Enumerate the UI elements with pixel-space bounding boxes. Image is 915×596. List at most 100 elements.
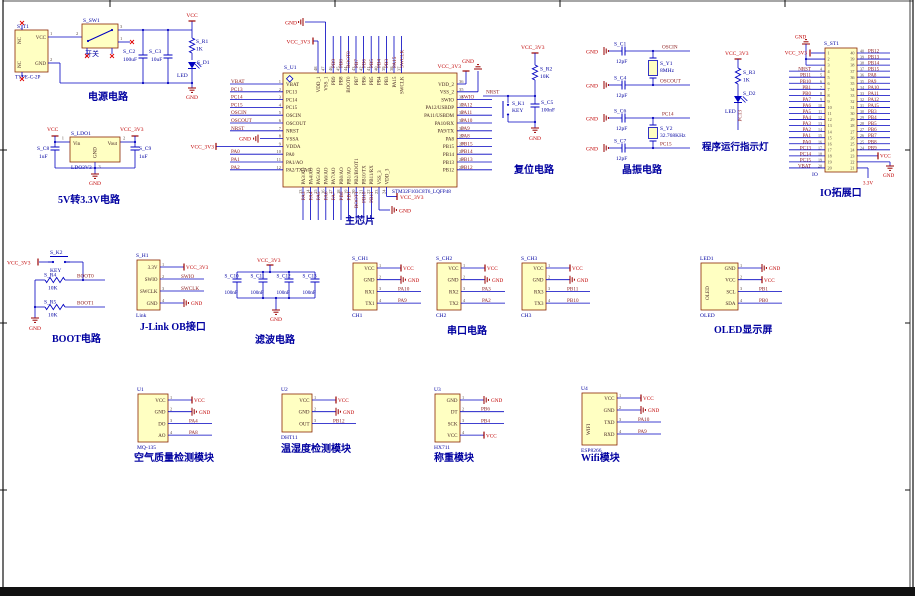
pin-number: 33 [860,91,864,96]
power-net-label: VCC [487,266,498,272]
net-label: PA8 [189,430,198,436]
pin-number: 3 [120,24,123,29]
component-body [434,393,461,443]
pin-number: 2 [279,87,281,92]
net-label: PA3 [301,191,307,200]
pin-number: 1 [740,263,742,268]
pin-name: SDA [725,302,735,307]
designator: U4 [581,386,588,392]
value-label: 100nF [277,290,290,296]
pin-number: 15 [828,135,832,140]
designator: S_C8 [37,146,49,152]
pin-name: GND [725,267,736,272]
designator: S_C1 [614,42,626,48]
pin-number: 9 [820,97,822,102]
pin-name: TX2 [449,302,459,307]
net-label: PC13 [800,146,812,151]
junction-dot [141,28,145,32]
pin-number: 17 [828,147,832,152]
component-body [581,392,618,446]
designator: S_C6 [614,109,626,115]
pin-number: 7 [828,87,830,92]
pin-number: 17 [328,189,333,194]
power-net-label: VCC_3V3 [190,144,214,150]
net-label: PA0 [803,140,812,145]
net-label: PB6 [481,407,490,413]
pin-number: 4 [820,67,822,72]
pin-name: Vin [73,142,81,147]
pin-number: 44 [343,66,348,71]
pin-number: 28 [860,121,864,126]
switch-icon [87,29,113,42]
pin-number: 1 [462,395,464,400]
pin-name: VSS_2 [440,91,455,96]
power-net-label: VCC [643,396,654,402]
caption-weight: 称重模块 [434,451,475,464]
pin-name: VDD_2 [438,83,454,88]
value-label: 10K [540,74,550,80]
pin-number: 1 [548,263,550,268]
designator: U3 [434,387,441,393]
net-label: PB4 [377,59,383,68]
pin-number: 13 [298,189,303,194]
net-label: PB7 [868,134,877,139]
pin-number: 2 [76,31,78,36]
pin-number: 27 [860,127,864,132]
pin-number: 16 [321,189,326,194]
pin-number: 40 [374,66,379,71]
pin-number: 48 [313,66,318,71]
pin-number: 39 [850,57,854,62]
power-net-label: GND [883,173,894,179]
value-label: 8MHz [660,68,675,74]
pin-name: PB13 [443,161,455,166]
net-label: PA2 [803,128,812,133]
power-net-label: GND [29,326,41,332]
pin-number: 26 [459,157,464,162]
designator: S_Y1 [660,61,673,67]
net-label: PB0 [339,191,345,200]
part-name: OLED [700,313,715,319]
caption-boot-circuit: BOOT电路 [52,332,102,345]
net-label: PA8 [461,134,470,140]
pin-name: 3.3V [148,266,158,271]
net-label: PA0 [231,149,240,155]
chip-diamond-icon [285,75,294,83]
pin-number: 4 [162,298,165,303]
net-label: OSCOUT [231,118,253,124]
caption-serial: 串口电路 [447,324,488,337]
power-net-label: GND [577,278,588,284]
net-label: PB15 [461,141,473,147]
pin-name: PB12 [443,169,455,174]
pin-number: 11 [818,109,822,114]
pin-number: 2 [162,274,164,279]
pin-name: VDD_1 [317,76,322,92]
led-icon [734,96,742,103]
key-button-icon [63,260,67,264]
pin-name: PA10/RX [435,122,455,127]
net-label: PB5 [868,122,877,127]
pin-name: PB5 [370,76,375,85]
caption-air-quality: 空气质量检测模块 [134,451,215,464]
pin-number: 9 [279,141,282,146]
power-net-label: GND [408,278,419,284]
caption-filter-circuit: 滤波电路 [255,333,296,346]
pin-number: 4 [462,430,465,435]
power-net-label: VCC [47,127,59,133]
net-label: PC15 [231,102,243,108]
pin-number: 2 [314,407,316,412]
net-label: SWCLK [181,286,199,292]
pin-number: 11 [277,157,281,162]
net-label: PA3 [482,286,491,292]
pin-name: PA6/AO [325,167,330,184]
pin-name: GND [364,279,375,284]
pin-number: 45 [336,66,341,71]
power-net-label: GND [769,266,780,272]
pin-name: PC13 [286,91,298,96]
pin-name: PA1/AO [286,161,303,166]
pin-name: RXD [604,433,615,438]
value-label: 10uF [151,57,162,63]
designator: S_H1 [136,253,149,259]
net-label: BOOT0 [346,51,352,68]
pin-number: 1 [120,36,122,41]
